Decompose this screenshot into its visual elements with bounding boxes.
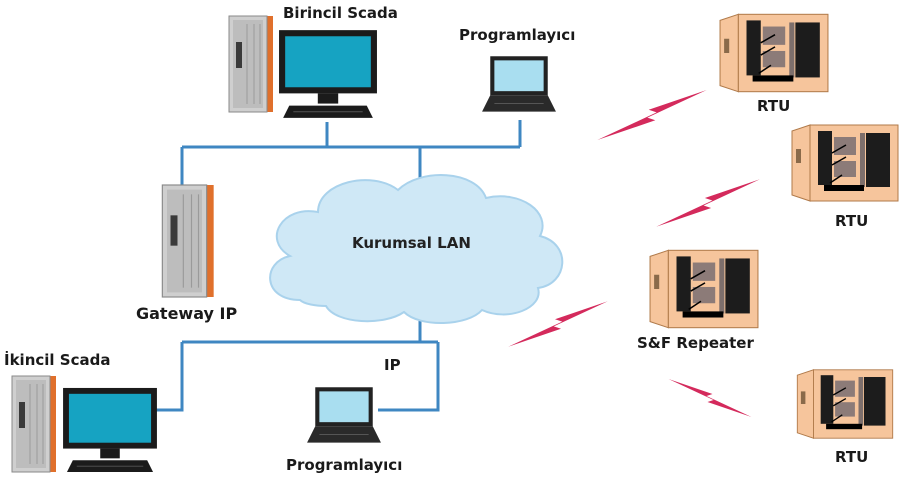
ip-label: IP xyxy=(384,356,401,374)
gateway-label: Gateway IP xyxy=(136,304,238,323)
laptop-icon xyxy=(306,386,382,444)
wireless-link-icon xyxy=(668,379,752,417)
rtu-1-label: RTU xyxy=(757,97,791,115)
cloud-label: Kurumsal LAN xyxy=(352,234,471,252)
cloud-icon xyxy=(269,174,564,324)
laptop-icon xyxy=(481,55,557,113)
rtu-cabinet-icon xyxy=(791,124,899,202)
workstation-icon xyxy=(62,387,158,473)
wireless-link-icon xyxy=(597,89,707,141)
secondary-scada-workstation xyxy=(11,375,158,473)
repeater-label: S&F Repeater xyxy=(637,334,754,352)
workstation-icon xyxy=(278,29,378,119)
rtu-cabinet-icon xyxy=(796,369,894,439)
link-secondary-scada xyxy=(150,342,184,412)
server-tower-icon xyxy=(11,375,57,473)
programmer-bottom-label: Programlayıcı xyxy=(286,456,403,474)
programmer-top-label: Programlayıcı xyxy=(459,26,576,44)
rtu-2-label: RTU xyxy=(835,212,869,230)
primary-scada-label: Birincil Scada xyxy=(283,4,398,22)
rtu-3-label: RTU xyxy=(835,448,869,466)
secondary-scada-label: İkincil Scada xyxy=(4,351,111,369)
wireless-link-icon xyxy=(656,179,760,227)
server-tower-icon xyxy=(228,15,274,113)
server-tower-icon xyxy=(161,184,215,298)
rtu-cabinet-icon xyxy=(649,249,759,329)
rtu-cabinet-icon xyxy=(719,13,829,93)
primary-scada-workstation xyxy=(228,15,378,119)
network-links xyxy=(150,120,522,412)
link-programmer-bottom xyxy=(378,342,440,412)
